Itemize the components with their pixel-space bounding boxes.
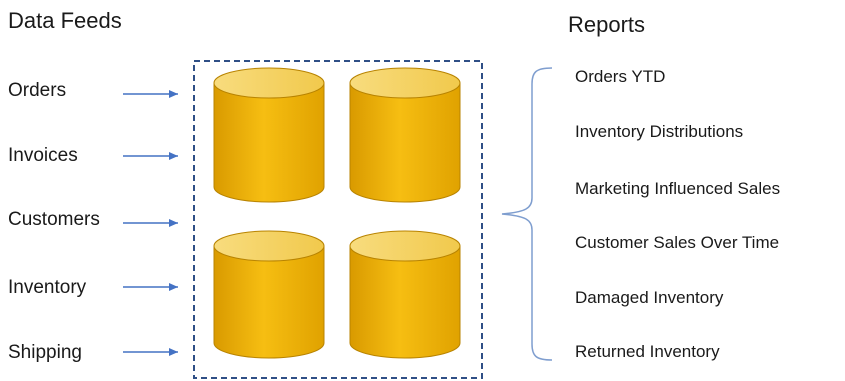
report-label-inventory-distributions: Inventory Distributions bbox=[575, 122, 744, 141]
data-feeds-heading: Data Feeds bbox=[8, 8, 122, 33]
report-label-returned-inventory: Returned Inventory bbox=[575, 342, 720, 361]
database-cylinder-icon bbox=[349, 230, 461, 359]
report-label-marketing-influenced-sales: Marketing Influenced Sales bbox=[575, 179, 781, 198]
feed-label-inventory: Inventory bbox=[8, 277, 87, 298]
data-store-boundary bbox=[193, 60, 483, 379]
database-cylinder-icon bbox=[213, 67, 325, 203]
feed-label-customers: Customers bbox=[8, 209, 100, 230]
report-label-orders-ytd: Orders YTD bbox=[575, 67, 666, 86]
database-cylinder-icon bbox=[213, 230, 325, 359]
reports-heading: Reports bbox=[568, 12, 646, 37]
report-label-customer-sales-over-time: Customer Sales Over Time bbox=[575, 233, 780, 252]
feed-label-invoices: Invoices bbox=[8, 145, 78, 166]
database-cylinder-icon bbox=[349, 67, 461, 203]
reports-brace bbox=[501, 67, 553, 361]
feed-label-orders: Orders bbox=[8, 80, 67, 101]
feed-label-shipping: Shipping bbox=[8, 342, 82, 363]
report-label-damaged-inventory: Damaged Inventory bbox=[575, 288, 724, 307]
